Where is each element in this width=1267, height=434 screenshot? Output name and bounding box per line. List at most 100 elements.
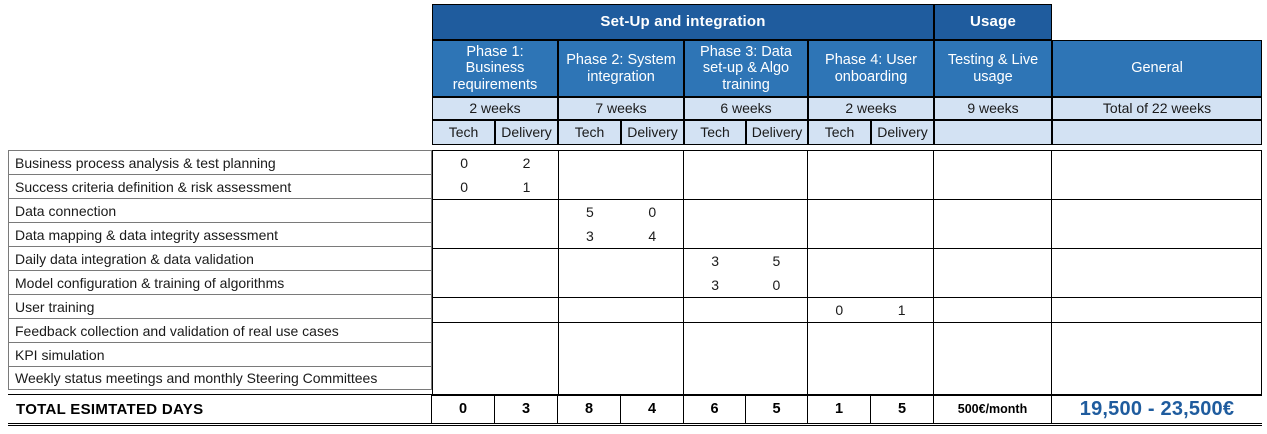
cell-general [1052, 273, 1261, 297]
header-phase-testing: Testing & Live usage [934, 40, 1052, 97]
table-row [1052, 371, 1261, 395]
cell-general [1052, 249, 1261, 273]
total-row: TOTAL ESIMTATED DAYS 0 3 8 4 6 5 1 5 500… [8, 394, 1262, 426]
table-row [433, 371, 558, 395]
cell-testing [934, 273, 1051, 297]
grand-total-amount: 19,500 - 23,500€ [1079, 397, 1235, 420]
cell-tech [808, 200, 870, 224]
table-row [1052, 347, 1261, 371]
subheader-p4-delivery: Delivery [871, 120, 934, 145]
data-col-testing [934, 151, 1052, 199]
header-group-blank [1052, 4, 1262, 40]
cell-general [1052, 323, 1261, 347]
cell-tech [559, 151, 621, 175]
cell-delivery [621, 347, 683, 371]
cell-delivery: 0 [772, 277, 781, 293]
data-col-phase-3 [684, 323, 809, 395]
table-row [934, 298, 1051, 322]
table-row [934, 323, 1051, 347]
cell-testing [934, 175, 1051, 199]
cell-delivery [621, 273, 683, 297]
cell-delivery [495, 298, 557, 322]
cell-delivery [495, 371, 557, 395]
table-row [808, 200, 933, 224]
cell-general [1052, 298, 1261, 322]
cell-testing [934, 151, 1051, 175]
cell-tech [684, 224, 745, 248]
table-row [934, 200, 1051, 224]
table-row [808, 323, 933, 347]
table-row [559, 175, 684, 199]
table-row [684, 200, 807, 224]
table-row [934, 249, 1051, 273]
duration-phase-2: 7 weeks [558, 97, 684, 120]
cell-delivery [621, 175, 683, 199]
cell-tech [559, 298, 621, 322]
table-row [808, 224, 933, 248]
table-row [808, 371, 933, 395]
cell-delivery [621, 249, 683, 273]
cell-tech [808, 175, 870, 199]
table-row [934, 273, 1051, 297]
total-p3-tech: 6 [684, 395, 746, 423]
table-row [433, 249, 558, 273]
total-p1-tech: 0 [432, 395, 495, 423]
cell-delivery [746, 151, 807, 175]
header-group-usage: Usage [934, 4, 1052, 40]
header-subcolumn-row: Tech Delivery Tech Delivery Tech Deliver… [432, 120, 1262, 145]
task-label: Business process analysis & test plannin… [8, 150, 432, 174]
cell-testing [934, 200, 1051, 224]
table-row: 0 1 [808, 298, 933, 322]
data-col-general [1052, 298, 1261, 322]
data-group: 5 0 3 4 [432, 200, 1262, 249]
data-col-phase-4 [808, 249, 934, 297]
cell-delivery [870, 151, 932, 175]
duration-phase-4: 2 weeks [808, 97, 934, 120]
table-row [934, 347, 1051, 371]
data-col-testing [934, 249, 1052, 297]
cell-delivery [870, 249, 932, 273]
cell-tech [684, 347, 745, 371]
cell-testing [934, 347, 1051, 371]
cell-delivery [746, 323, 807, 347]
header-phase-4: Phase 4: User onboarding [808, 40, 934, 97]
cell-delivery [495, 224, 557, 248]
duration-phase-3: 6 weeks [684, 97, 808, 120]
cell-tech [808, 249, 870, 273]
table-row [934, 224, 1051, 248]
table-row [808, 249, 933, 273]
total-p4-tech: 1 [808, 395, 871, 423]
table-row [684, 224, 807, 248]
header-duration-row: 2 weeks 7 weeks 6 weeks 2 weeks 9 weeks … [432, 97, 1262, 120]
data-col-phase-2 [559, 151, 685, 199]
table-row [433, 224, 558, 248]
cell-delivery [870, 273, 932, 297]
subheader-p4-tech: Tech [808, 120, 871, 145]
cell-delivery: 1 [522, 179, 531, 195]
cell-general [1052, 224, 1261, 248]
cell-tech [684, 200, 745, 224]
cell-delivery [870, 323, 932, 347]
header-phase-3: Phase 3: Data set-up & Algo training [684, 40, 808, 97]
table-row [808, 175, 933, 199]
cell-delivery: 1 [897, 302, 906, 318]
subheader-p2-delivery: Delivery [621, 120, 684, 145]
task-label: Data connection [8, 198, 432, 222]
table-row [433, 323, 558, 347]
task-label: Daily data integration & data validation [8, 246, 432, 270]
cell-tech [433, 273, 495, 297]
data-col-phase-2 [559, 298, 685, 322]
data-group: 0 1 [432, 298, 1262, 323]
data-col-general [1052, 200, 1261, 248]
table-row [808, 151, 933, 175]
table-row [808, 273, 933, 297]
cell-tech [684, 298, 745, 322]
task-label: Data mapping & data integrity assessment [8, 222, 432, 246]
cell-tech [684, 175, 745, 199]
data-col-phase-1: 0 2 0 1 [433, 151, 559, 199]
table-row [684, 347, 807, 371]
table-row [1052, 151, 1261, 175]
table-row: 5 0 [559, 200, 684, 224]
cell-tech [433, 200, 495, 224]
